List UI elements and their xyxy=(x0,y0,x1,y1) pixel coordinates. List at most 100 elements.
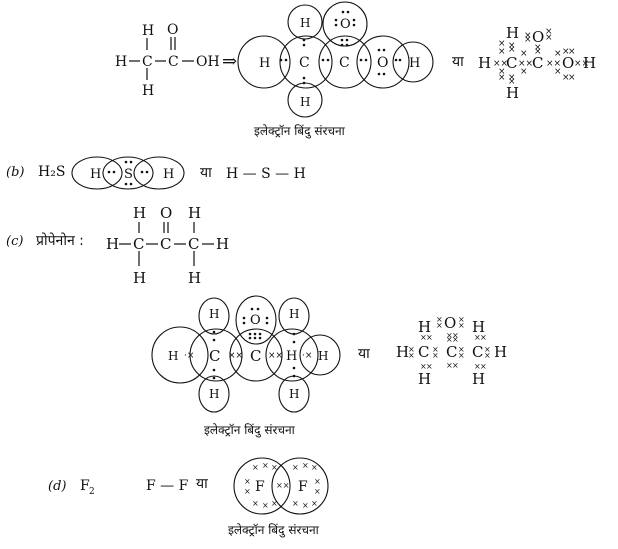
atom-h: H xyxy=(286,349,297,364)
svg-text:×: × xyxy=(484,345,491,354)
part-c-propanone: (c) प्रोपेनोन : H C H H C O C H H H xyxy=(6,204,229,287)
atom-c: C xyxy=(299,55,310,71)
acetic-acid-structural-formula: H C H H C O OH ⇒ xyxy=(115,22,237,99)
atom-h: H xyxy=(478,54,491,72)
atom-o: O xyxy=(532,28,544,46)
acetic-acid-cross-structure: H C C O H H H O ×× ×× ×× ×× ×× ×× ×× ×× … xyxy=(478,24,596,102)
atom-o: O xyxy=(562,54,574,72)
atom-h: H xyxy=(133,204,146,222)
or-connector: या xyxy=(200,165,212,181)
svg-text:×: × xyxy=(508,41,516,51)
atom-c: C xyxy=(506,54,517,72)
propanone-electron-dot-circles: H C C H H H H O H H ·× ×× ×× ·× xyxy=(151,295,341,413)
atom-h: H xyxy=(318,349,328,363)
svg-text:××: ×× xyxy=(574,59,589,69)
svg-text:×: × xyxy=(311,499,318,508)
svg-text:×: × xyxy=(524,35,532,45)
atom-o: O xyxy=(340,17,351,32)
caption-electron-dot-structure: इलेक्ट्रॉन बिंदु संरचना xyxy=(204,423,296,438)
svg-text:×: × xyxy=(426,362,433,371)
f2-formula: F xyxy=(80,478,90,494)
svg-text:×: × xyxy=(534,43,542,53)
atom-h: H xyxy=(289,307,299,321)
svg-text:×: × xyxy=(458,315,465,324)
svg-text:×: × xyxy=(271,499,278,508)
atom-o: O xyxy=(444,314,456,332)
atom-h: H xyxy=(300,95,310,109)
or-connector: या xyxy=(358,346,370,362)
svg-text:××: ×× xyxy=(228,351,243,361)
svg-text:×: × xyxy=(426,333,433,342)
atom-f: F xyxy=(255,479,265,495)
caption-electron-dot-structure: इलेक्ट्रॉन बिंदु संरचना xyxy=(228,523,320,538)
svg-text:×: × xyxy=(302,461,309,470)
atom-h: H xyxy=(409,56,420,71)
atom-s: S xyxy=(124,167,133,182)
svg-text:×: × xyxy=(252,463,259,472)
svg-text:×: × xyxy=(458,345,465,354)
atom-c: C xyxy=(339,55,350,71)
atom-c: C xyxy=(250,347,261,365)
f2-subscript: 2 xyxy=(89,487,95,497)
atom-h: H xyxy=(115,54,127,70)
part-label: (d) xyxy=(48,479,66,494)
atom-c: C xyxy=(532,54,543,72)
part-label: (c) xyxy=(6,234,23,249)
atom-o: O xyxy=(377,55,388,71)
atom-h: H xyxy=(418,318,431,336)
atom-h: H xyxy=(188,204,201,222)
svg-text:×: × xyxy=(484,351,491,360)
svg-text:×: × xyxy=(408,351,415,360)
svg-text:××: ×× xyxy=(493,59,508,69)
svg-text:·×: ·× xyxy=(302,351,312,361)
svg-text:×: × xyxy=(252,499,259,508)
atom-o: O xyxy=(160,204,172,222)
atom-c: C xyxy=(133,235,144,253)
atom-h: H xyxy=(163,167,174,182)
atom-c: C xyxy=(446,343,457,361)
atom-c: C xyxy=(418,343,429,361)
svg-text:·×: ·× xyxy=(184,351,194,361)
atom-h: H xyxy=(418,370,431,388)
atom-h: H xyxy=(209,387,219,401)
or-connector: या xyxy=(452,54,464,70)
svg-text:×: × xyxy=(432,351,439,360)
svg-text:×: × xyxy=(568,73,576,83)
atom-h: H xyxy=(168,349,178,363)
svg-text:×: × xyxy=(271,463,278,472)
svg-text:×: × xyxy=(568,47,576,57)
atom-h: H xyxy=(90,167,101,182)
atom-c: C xyxy=(472,343,483,361)
svg-text:×: × xyxy=(432,345,439,354)
svg-text:×: × xyxy=(458,351,465,360)
atom-h: H xyxy=(583,54,596,72)
atom-f: F xyxy=(298,479,308,495)
svg-text:×: × xyxy=(545,33,553,43)
svg-text:×: × xyxy=(420,333,427,342)
svg-text:×: × xyxy=(554,49,562,59)
atom-h: H xyxy=(472,370,485,388)
compound-name: प्रोपेनोन : xyxy=(36,232,84,249)
svg-text:×: × xyxy=(554,67,562,77)
atom-o: O xyxy=(250,313,261,328)
atom-h: H xyxy=(494,343,507,361)
svg-text:×: × xyxy=(508,45,516,55)
part-label: (b) xyxy=(6,165,24,180)
svg-text:×: × xyxy=(458,321,465,330)
svg-text:×: × xyxy=(562,73,570,83)
svg-text:×: × xyxy=(244,487,251,496)
svg-text:××: ×× xyxy=(546,59,561,69)
part-b-h2s: (b) H₂S H S H या H — S — H xyxy=(6,156,306,190)
svg-text:×: × xyxy=(262,461,269,470)
atom-h: H xyxy=(289,387,299,401)
svg-text:×: × xyxy=(302,501,309,510)
svg-text:×: × xyxy=(408,345,415,354)
svg-text:×: × xyxy=(520,67,528,77)
atom-h: H xyxy=(506,84,519,102)
atom-c: C xyxy=(168,54,179,70)
svg-text:×: × xyxy=(311,463,318,472)
acetic-acid-electron-dot-circles: H C C O H H H O xyxy=(237,1,434,118)
svg-text:×: × xyxy=(436,315,443,324)
svg-text:×: × xyxy=(452,361,459,370)
svg-text:×: × xyxy=(498,67,506,77)
